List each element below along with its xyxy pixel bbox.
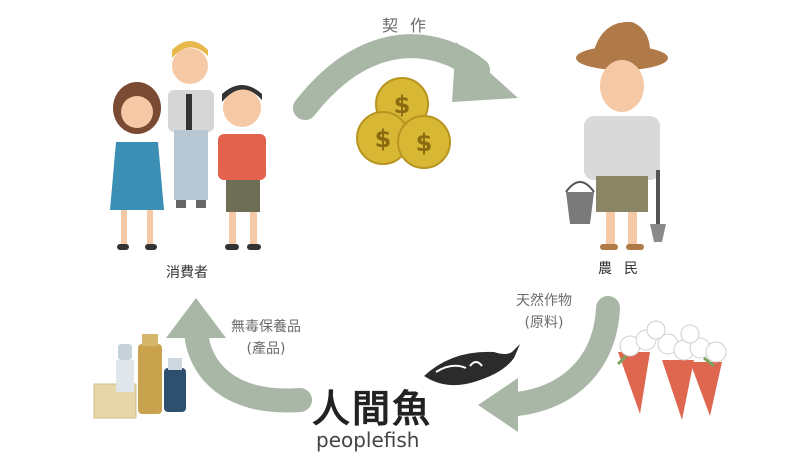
svg-text:$: $ xyxy=(375,125,392,153)
coin-stack-icon: $ $ $ xyxy=(356,77,451,169)
svg-text:$: $ xyxy=(416,129,433,157)
products-label-line2: (產品) xyxy=(246,341,286,357)
skincare-bottles-icon xyxy=(93,334,186,419)
brand-english-name: peoplefish xyxy=(316,428,420,452)
flower-bouquet-icon xyxy=(616,320,727,420)
farmer-label: 農民 xyxy=(598,261,650,277)
contract-arrow xyxy=(293,34,518,120)
family-icon xyxy=(110,41,266,250)
crops-label: 天然作物 (原料) xyxy=(504,290,584,334)
products-label-line1: 無毒保養品 xyxy=(231,319,301,335)
consumers-label: 消費者 xyxy=(166,265,208,281)
brand-chinese-name: 人間魚 xyxy=(312,386,433,431)
contract-label: 契作 xyxy=(382,16,439,35)
fish-logo-icon xyxy=(424,344,520,386)
products-label: 無毒保養品 (產品) xyxy=(218,316,314,360)
crops-label-line2: (原料) xyxy=(524,315,564,331)
crops-arrow xyxy=(478,296,620,432)
crops-label-line1: 天然作物 xyxy=(516,293,572,309)
products-arrow xyxy=(166,298,312,413)
svg-text:$: $ xyxy=(394,91,411,119)
farmer-icon xyxy=(565,21,668,250)
